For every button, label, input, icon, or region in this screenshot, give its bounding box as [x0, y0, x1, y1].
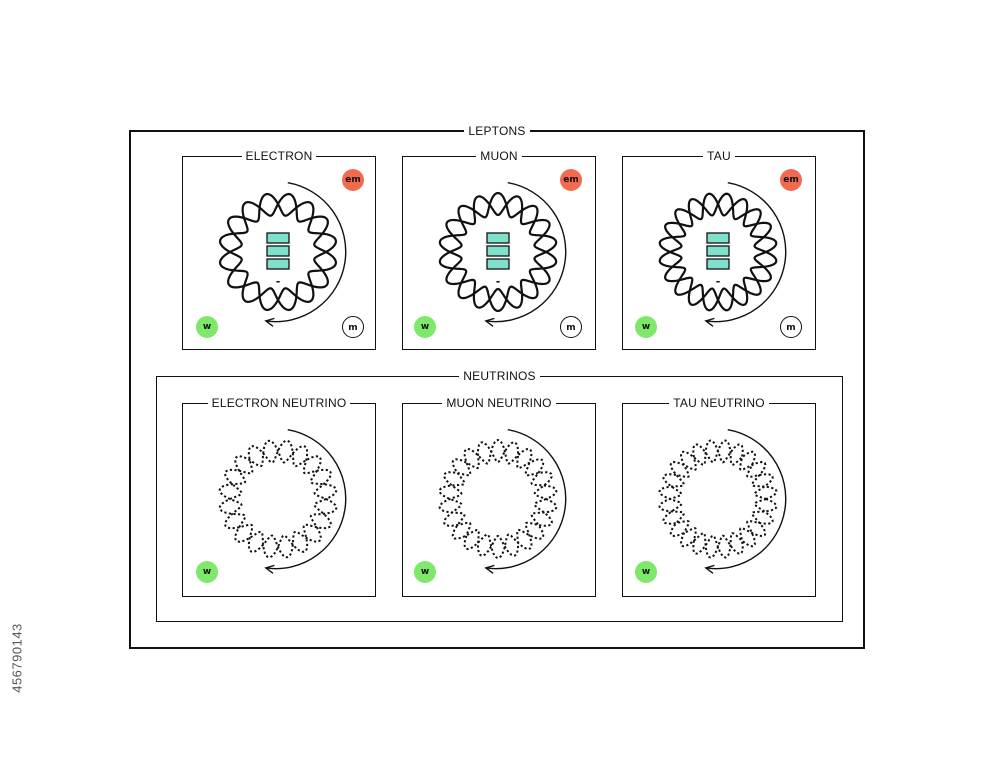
w-badge: w	[196, 561, 218, 583]
orbit-arrow-arc	[485, 428, 567, 570]
orbit-arrow-arc	[265, 181, 347, 323]
charge-box	[706, 258, 730, 270]
w-badge: w	[196, 316, 218, 338]
m-badge: m	[560, 316, 582, 338]
tau-neutrino-panel: TAU NEUTRINO w	[622, 396, 816, 597]
orbit-arrow-head	[264, 317, 275, 327]
tau-standing-wave: -	[658, 181, 787, 327]
leptons-title: LEPTONS	[464, 124, 530, 138]
muon-neutrino-label: MUON NEUTRINO	[442, 396, 556, 410]
electron-panel: ELECTRON - em w m	[182, 149, 376, 350]
charge-box	[706, 245, 730, 257]
tau-label: TAU	[703, 149, 735, 163]
m-badge: m	[780, 316, 802, 338]
charge-sign: -	[496, 275, 501, 288]
stock-id-text: 456790143	[9, 623, 25, 693]
tau-neutrino-label: TAU NEUTRINO	[669, 396, 769, 410]
wave-strand	[218, 439, 338, 559]
orbit-arrow-arc	[705, 428, 787, 570]
muon-neutrino-standing-wave	[438, 428, 567, 574]
wave-strand	[218, 439, 338, 559]
charge-sign: -	[276, 275, 281, 288]
leptons-frame: LEPTONS	[129, 124, 865, 649]
tau-panel: TAU - em w m	[622, 149, 816, 350]
em-badge: em	[560, 169, 582, 191]
neutrinos-title: NEUTRINOS	[459, 369, 540, 383]
orbit-arrow-head	[484, 317, 495, 327]
w-badge: w	[635, 561, 657, 583]
neutrinos-frame: NEUTRINOS	[156, 369, 843, 622]
em-badge: em	[342, 169, 364, 191]
w-badge: w	[414, 316, 436, 338]
charge-sign: -	[716, 275, 721, 288]
charge-box	[706, 232, 730, 244]
w-badge: w	[635, 316, 657, 338]
electron-neutrino-panel: ELECTRON NEUTRINO w	[182, 396, 376, 597]
orbit-arrow-arc	[265, 428, 347, 570]
muon-standing-wave: -	[438, 181, 567, 327]
orbit-arrow-arc	[705, 181, 787, 323]
em-badge: em	[780, 169, 802, 191]
orbit-arrow-head	[484, 564, 495, 574]
wave-strand	[438, 441, 558, 560]
electron-standing-wave: -	[218, 181, 347, 327]
muon-neutrino-panel: MUON NEUTRINO w	[402, 396, 596, 597]
w-badge: w	[414, 561, 436, 583]
charge-box	[486, 258, 510, 270]
wave-strand	[438, 191, 558, 309]
orbit-arrow-head	[704, 564, 715, 574]
wave-strand	[658, 439, 778, 559]
tau-neutrino-standing-wave	[658, 428, 787, 574]
charge-box	[486, 245, 510, 257]
charge-box	[486, 232, 510, 244]
orbit-arrow-head	[704, 317, 715, 327]
electron-neutrino-standing-wave	[218, 428, 347, 574]
muon-label: MUON	[476, 149, 522, 163]
wave-strand	[658, 439, 778, 559]
stock-id-watermark: 456790143	[6, 548, 28, 768]
electron-label: ELECTRON	[241, 149, 317, 163]
muon-panel: MUON - em w m	[402, 149, 596, 350]
wave-strand	[438, 438, 558, 557]
wave-strand	[218, 192, 338, 312]
electron-neutrino-label: ELECTRON NEUTRINO	[207, 396, 351, 410]
wave-strand	[658, 192, 778, 312]
charge-box	[266, 245, 290, 257]
m-badge: m	[342, 316, 364, 338]
orbit-arrow-arc	[485, 181, 567, 323]
orbit-arrow-head	[264, 564, 275, 574]
charge-box	[266, 258, 290, 270]
charge-box	[266, 232, 290, 244]
